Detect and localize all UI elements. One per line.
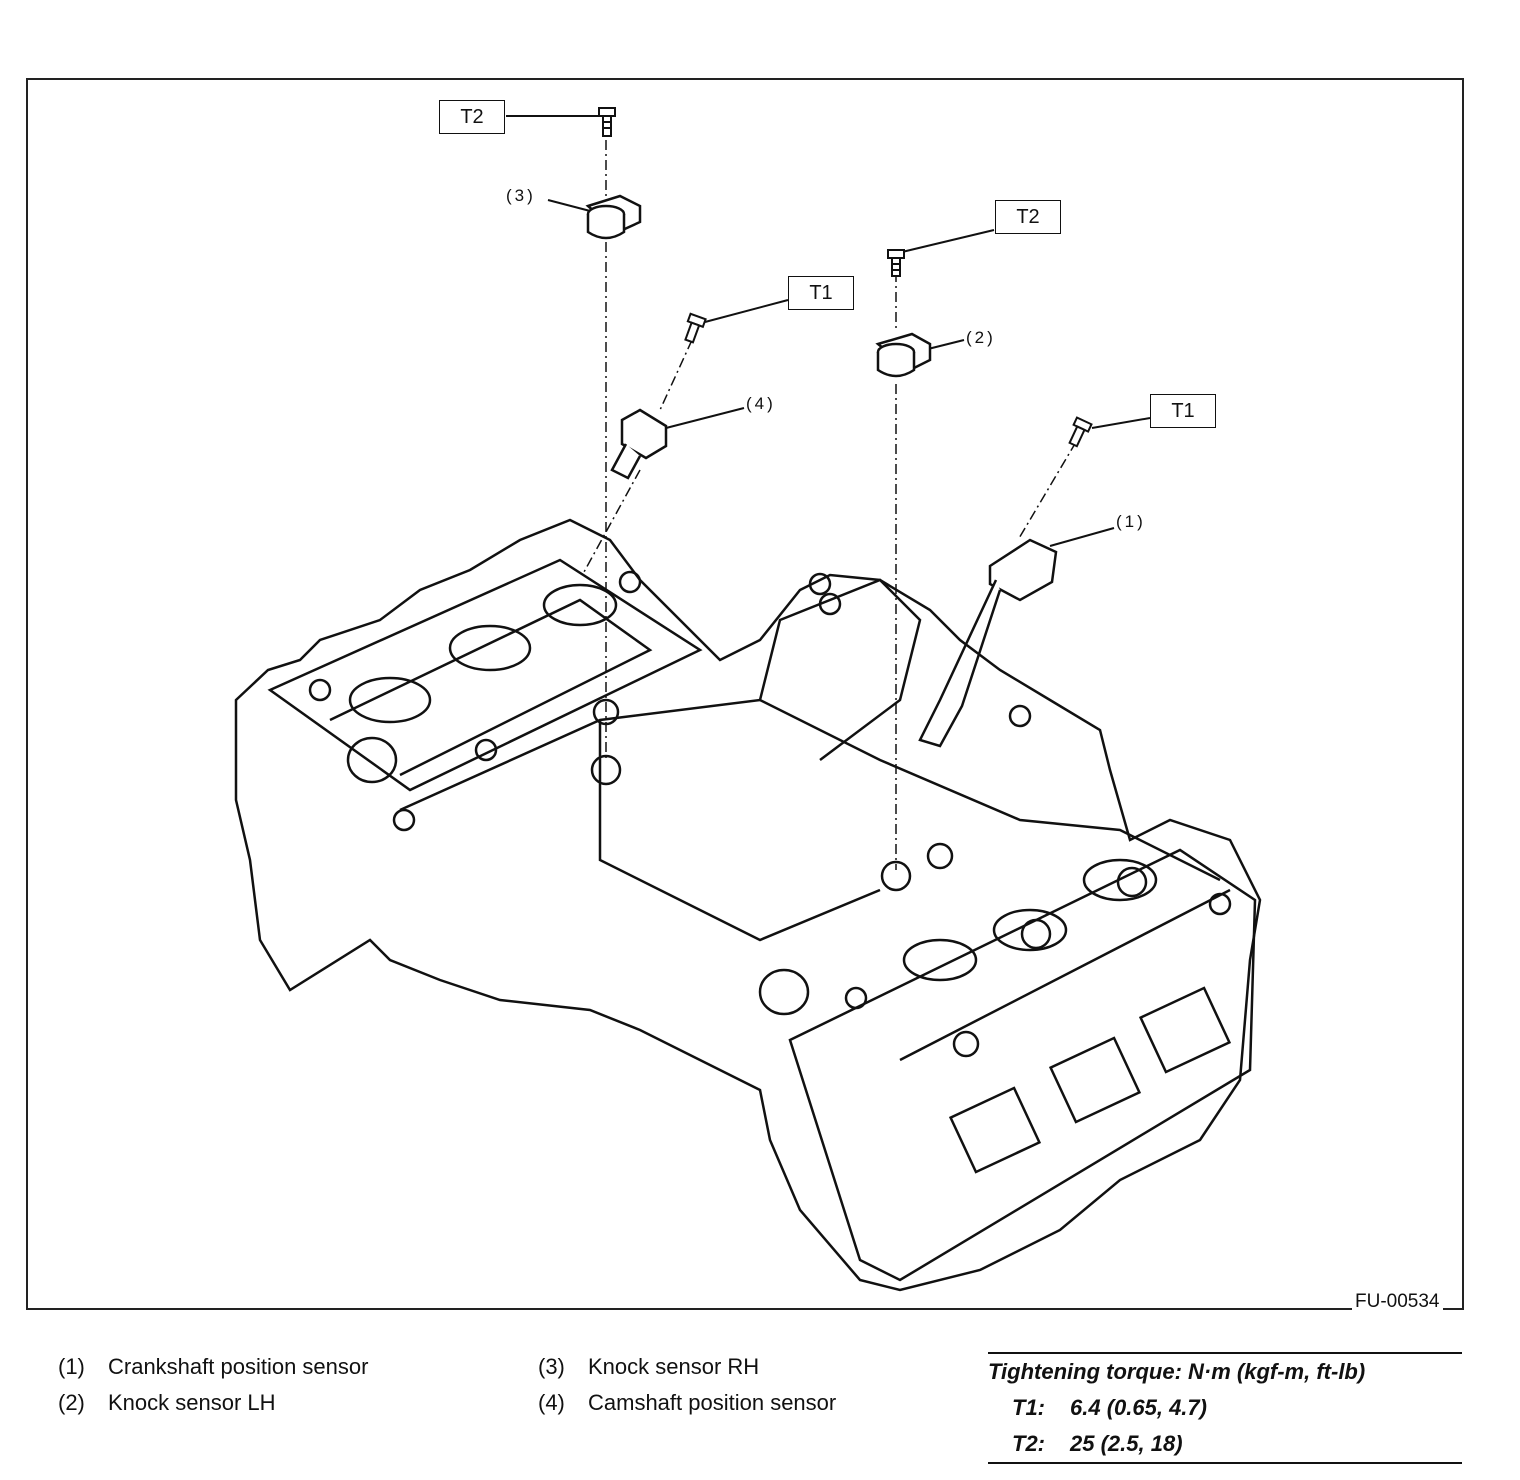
legend-num: (1) (58, 1354, 85, 1379)
legend-label: Knock sensor LH (108, 1390, 276, 1415)
leader-t1-left (704, 299, 789, 323)
callout-4: (4) (746, 394, 776, 413)
axis-bolt-1 (1017, 441, 1077, 541)
legend-label: Knock sensor RH (588, 1354, 760, 1379)
leader-1 (1049, 527, 1115, 547)
torque-value: 6.4 (0.65, 4.7) (1070, 1395, 1207, 1420)
torque-label-t2-top: T2 (439, 100, 505, 134)
bolt-t1-right (1068, 416, 1093, 448)
torque-spec-panel: Tightening torque: N·m (kgf-m, ft-lb) T1… (988, 1352, 1462, 1464)
torque-label-t1-right: T1 (1150, 394, 1216, 428)
bolt-t1-left (684, 312, 707, 344)
legend-item-1: (1) Crankshaft position sensor (58, 1354, 368, 1380)
callout-2: (2) (966, 328, 996, 347)
knock-sensor-rh (585, 194, 642, 240)
leader-t2-right (901, 229, 995, 253)
torque-row-t1: T1: 6.4 (0.65, 4.7) (988, 1390, 1462, 1426)
torque-key: T1: (1012, 1395, 1045, 1420)
legend-item-4: (4) Camshaft position sensor (538, 1390, 836, 1416)
leader-4 (665, 407, 745, 429)
torque-row-t2: T2: 25 (2.5, 18) (988, 1426, 1462, 1464)
callout-1: (1) (1116, 512, 1146, 531)
torque-value: 25 (2.5, 18) (1070, 1431, 1183, 1456)
legend-label: Camshaft position sensor (588, 1390, 837, 1415)
torque-key: T2: (1012, 1431, 1045, 1456)
torque-label-t2-right: T2 (995, 200, 1061, 234)
leader-t1-right (1091, 417, 1151, 429)
legend-num: (4) (538, 1390, 565, 1415)
legend-item-2: (2) Knock sensor LH (58, 1390, 276, 1416)
torque-heading: Tightening torque: N·m (kgf-m, ft-lb) (988, 1359, 1366, 1384)
bolt-t2-right (887, 249, 905, 277)
legend-num: (2) (58, 1390, 85, 1415)
legend-label: Crankshaft position sensor (108, 1354, 369, 1379)
figure-id: FU-00534 (1352, 1291, 1443, 1313)
axis-cam-sensor (583, 469, 641, 573)
legend-num: (3) (538, 1354, 565, 1379)
callout-3: (3) (506, 186, 536, 205)
engine-block (234, 518, 1262, 1292)
camshaft-sensor (610, 408, 668, 480)
axis-bolt-4 (659, 339, 693, 411)
bolt-t2-top (598, 107, 616, 137)
leader-3 (547, 199, 595, 213)
knock-sensor-lh (875, 332, 932, 378)
torque-label-t1-left: T1 (788, 276, 854, 310)
crankshaft-sensor (918, 538, 1058, 748)
diagram-frame (26, 78, 1464, 1310)
legend-item-3: (3) Knock sensor RH (538, 1354, 759, 1380)
